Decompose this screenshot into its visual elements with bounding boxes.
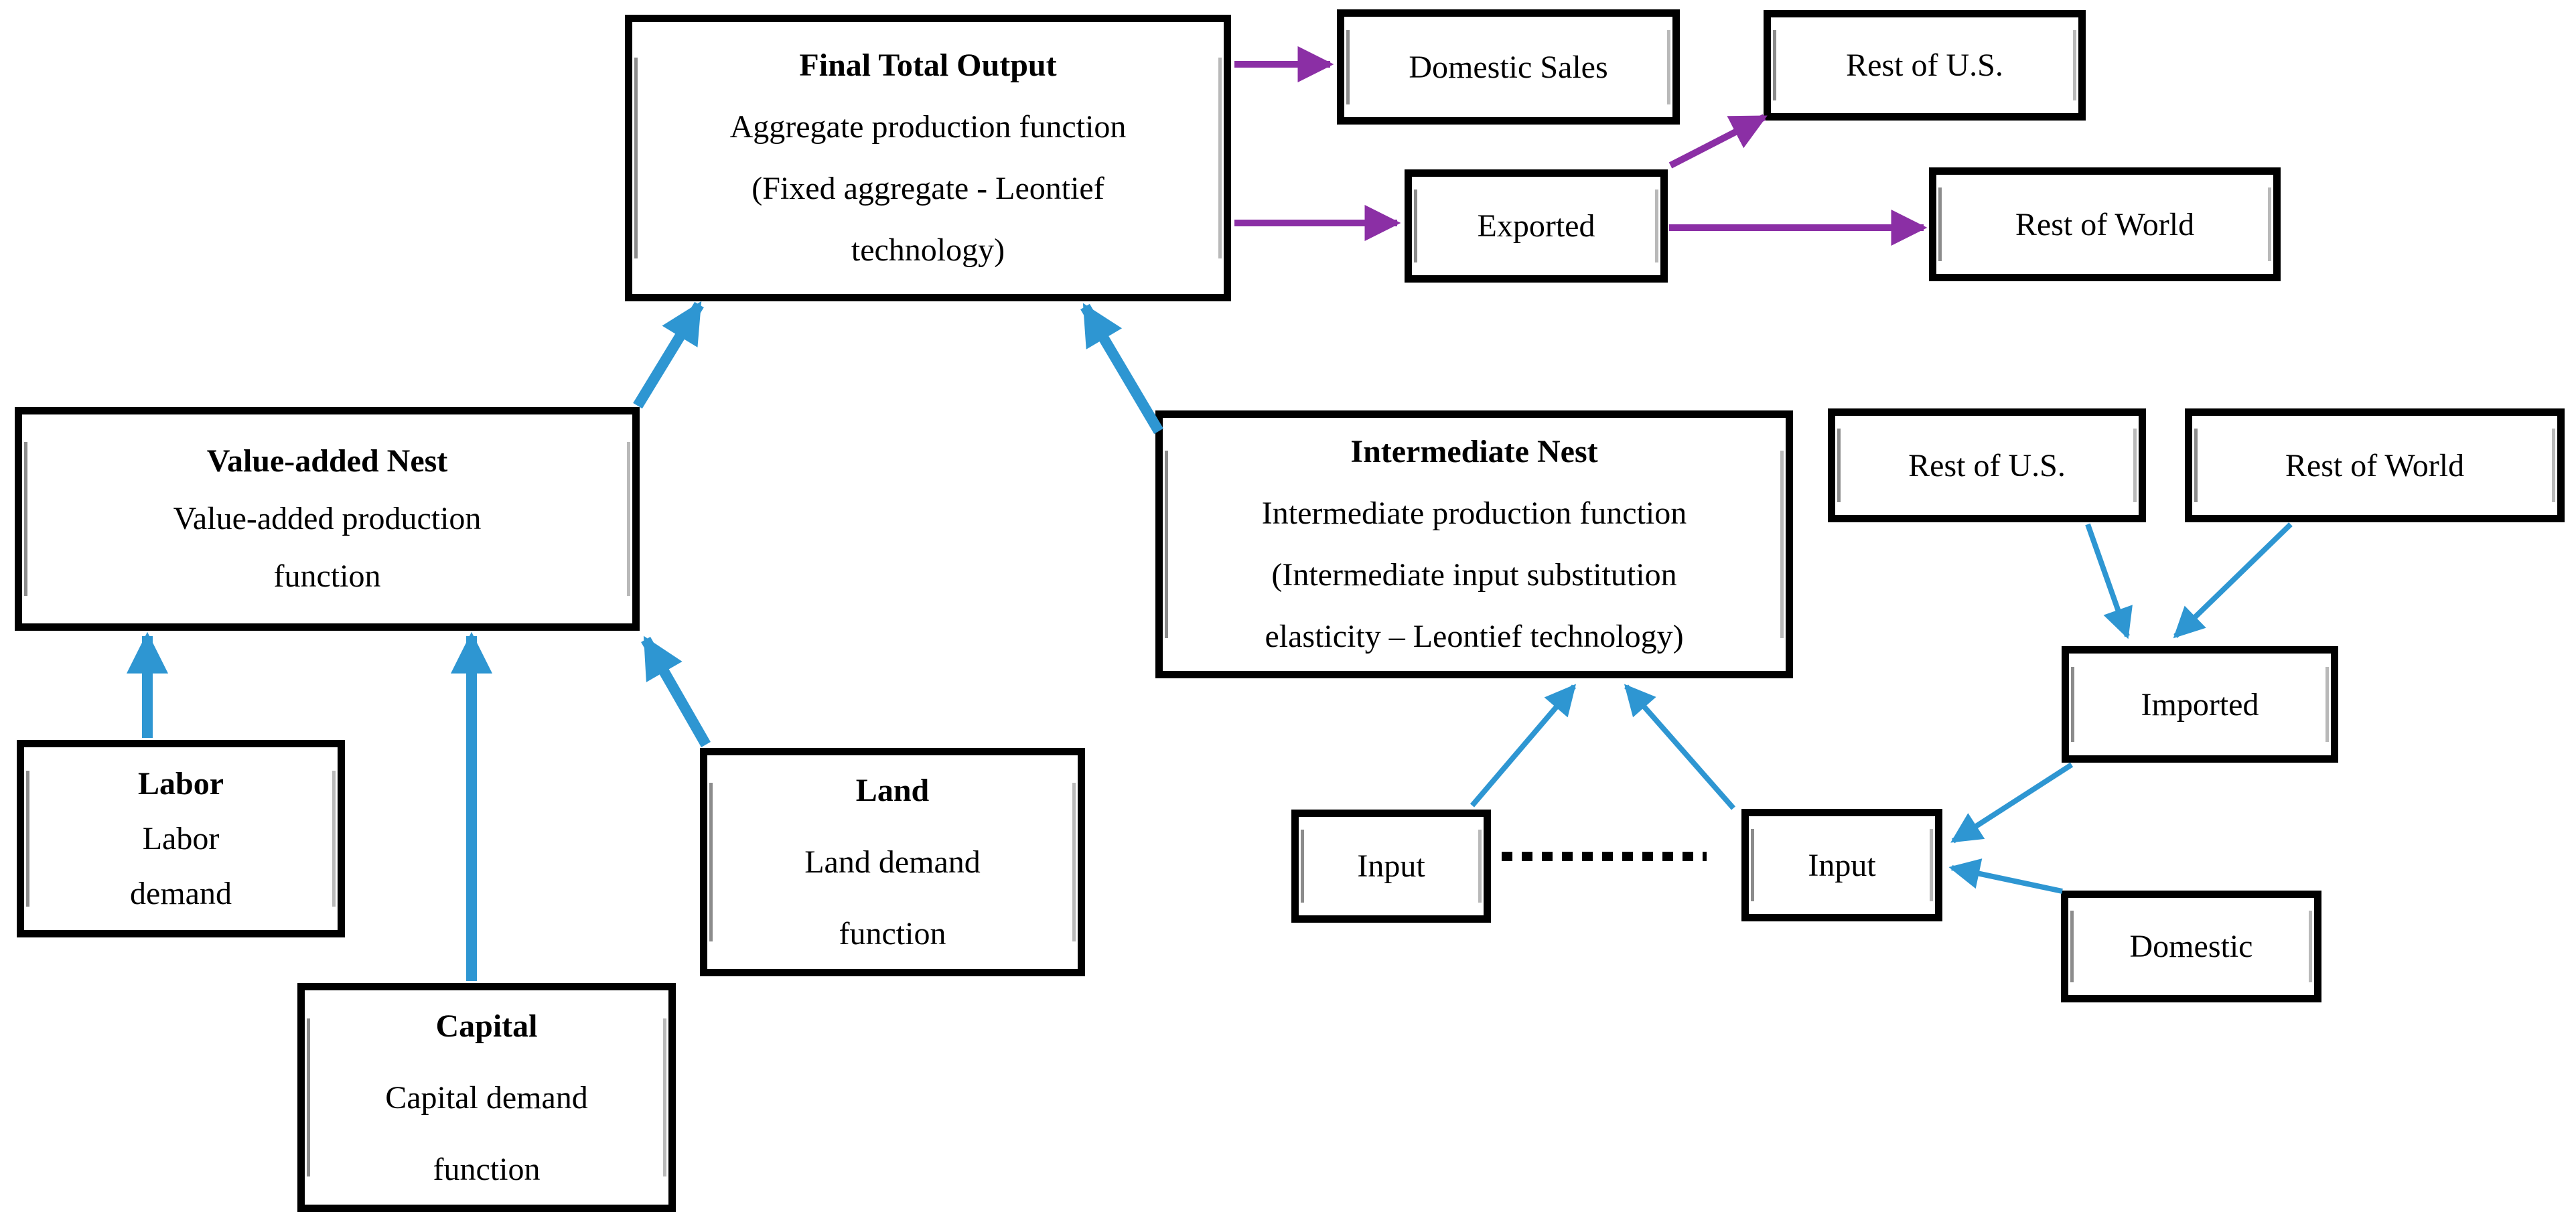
land-line1: Land demand — [804, 844, 981, 880]
edge-input-left-to-intermediate-nest — [1470, 684, 1577, 808]
node-imported: Imported — [2062, 646, 2338, 763]
node-input-right: Input — [1741, 809, 1942, 921]
rest-of-us-top-label: Rest of U.S. — [1846, 48, 2003, 83]
edge-input-right-to-intermediate-nest — [1624, 684, 1736, 810]
node-rest-of-us-right: Rest of U.S. — [1828, 408, 2146, 522]
final-total-output-title: Final Total Output — [799, 48, 1057, 83]
intermediate-nest-title: Intermediate Nest — [1350, 434, 1598, 469]
node-capital: Capital Capital demand function — [297, 983, 676, 1212]
edge-value-added-nest-to-fto — [633, 301, 704, 409]
intermediate-nest-line1: Intermediate production function — [1261, 496, 1687, 531]
final-total-output-line3: technology) — [851, 232, 1005, 268]
land-line2: function — [839, 916, 946, 951]
value-added-nest-line2: function — [273, 558, 381, 594]
labor-line1: Labor — [142, 820, 220, 856]
intermediate-nest-line3: elasticity – Leontief technology) — [1265, 619, 1684, 654]
rest-of-world-top-label: Rest of World — [2015, 206, 2195, 242]
edge-exported-to-rest-of-us — [1668, 114, 1768, 169]
input-right-label: Input — [1808, 847, 1876, 883]
node-exported: Exported — [1405, 169, 1668, 283]
node-intermediate-nest: Intermediate Nest Intermediate productio… — [1155, 410, 1793, 678]
final-total-output-line2: (Fixed aggregate - Leontief — [752, 171, 1104, 206]
labor-line2: demand — [130, 875, 232, 911]
capital-line2: function — [433, 1151, 541, 1187]
rest-of-world-right-label: Rest of World — [2285, 447, 2465, 483]
node-rest-of-us-top: Rest of U.S. — [1764, 10, 2086, 121]
node-domestic-sales: Domestic Sales — [1337, 9, 1680, 125]
land-title: Land — [855, 773, 930, 808]
value-added-nest-line1: Value-added production — [173, 501, 482, 536]
input-left-label: Input — [1357, 848, 1425, 884]
imported-label: Imported — [2141, 686, 2259, 722]
node-land: Land Land demand function — [700, 748, 1085, 976]
node-value-added-nest: Value-added Nest Value-added production … — [15, 407, 640, 631]
edge-rest-of-us-to-imported — [2085, 523, 2133, 639]
rest-of-us-right-label: Rest of U.S. — [1908, 447, 2066, 483]
node-domestic: Domestic — [2061, 891, 2321, 1002]
labor-title: Labor — [137, 765, 224, 802]
domestic-sales-label: Domestic Sales — [1409, 49, 1608, 85]
edge-rest-of-world-to-imported — [2173, 522, 2293, 639]
domestic-label: Domestic — [2129, 929, 2253, 964]
node-rest-of-world-top: Rest of World — [1929, 167, 2281, 281]
node-rest-of-world-right: Rest of World — [2185, 408, 2565, 522]
edge-land-to-value-added-nest — [641, 635, 711, 747]
final-total-output-line1: Aggregate production function — [729, 109, 1127, 145]
edge-domestic-to-input — [1948, 858, 2063, 894]
edge-imported-to-input — [1950, 762, 2074, 844]
exported-label: Exported — [1477, 208, 1595, 244]
node-input-left: Input — [1291, 810, 1491, 923]
node-final-total-output: Final Total Output Aggregate production … — [625, 15, 1231, 301]
node-labor: Labor Labor demand — [17, 740, 345, 937]
edge-intermediate-nest-to-fto — [1080, 303, 1163, 435]
capital-title: Capital — [435, 1008, 538, 1044]
intermediate-nest-line2: (Intermediate input substitution — [1271, 557, 1677, 593]
value-added-nest-title: Value-added Nest — [206, 443, 448, 479]
capital-line1: Capital demand — [385, 1079, 588, 1116]
